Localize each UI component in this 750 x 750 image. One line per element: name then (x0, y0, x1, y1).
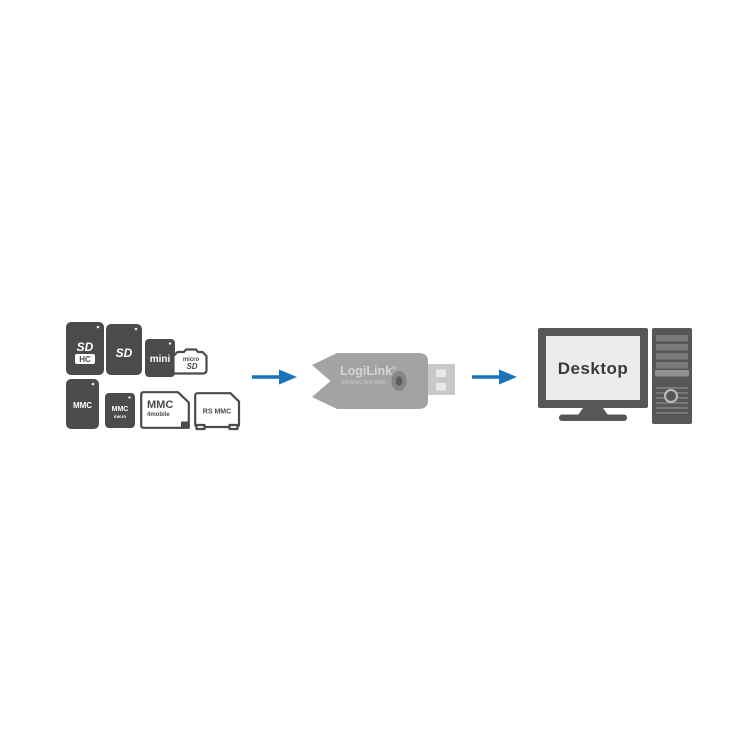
tower-bay-stripe (656, 335, 688, 342)
mmcmobile-line2-text: 4mobile (147, 412, 170, 418)
desktop-label-text: Desktop (558, 359, 629, 378)
rsmmc-label-text: RS MMC (203, 409, 231, 416)
reader-body (312, 353, 428, 409)
mmcmobile-notch (181, 421, 188, 428)
memory-cards-group: SD HC SD mini micro SD (66, 322, 241, 431)
monitor-screen (546, 336, 640, 400)
tower-vent-stripe (656, 407, 688, 409)
reader-brand-text: LogiLink® (340, 364, 396, 378)
reader-subtitle-text: SD/MMC/RS-MMC (341, 380, 387, 386)
tower-vent-stripe (656, 387, 688, 389)
mmcmicro-card-icon: MMC micro (105, 393, 135, 428)
power-button-icon (664, 389, 678, 403)
sdhc-corner-dot (96, 325, 100, 329)
sdhc-badge-box (75, 354, 95, 364)
microsd-card-icon: micro SD (172, 348, 208, 375)
tower-bay-stripe (656, 362, 688, 369)
desktop-computer-icon: Desktop (538, 328, 692, 424)
card-reader-icon: LogiLink® SD/MMC/RS-MMC (312, 353, 455, 409)
usb-window-bottom (436, 383, 446, 391)
sdhc-logo-text: SD (77, 340, 94, 354)
sd-card-icon: SD (106, 324, 142, 375)
rsmmc-foot-right (228, 423, 239, 431)
mmc-label-text: MMC (73, 401, 92, 410)
arrow-left-icon (252, 369, 297, 385)
tower-bay-stripe (656, 344, 688, 351)
mmcmobile-card-body (140, 391, 190, 429)
rsmmc-card-icon: RS MMC (194, 392, 241, 431)
reader-led-inner (395, 376, 403, 386)
mmcmobile-card-icon: MMC 4mobile (140, 391, 190, 429)
arrow-right-icon (472, 369, 517, 385)
tower-vent-stripe (656, 412, 688, 414)
microsd-line1-text: micro (183, 357, 200, 363)
sdhc-badge-text: HC (79, 355, 91, 364)
rsmmc-foot-left (195, 423, 206, 431)
mmcmicro-line1-text: MMC (112, 406, 129, 413)
mmcmicro-corner-dot (128, 396, 131, 399)
microsd-line2-text: SD (186, 362, 197, 371)
sd-corner-dot (134, 327, 138, 331)
microsd-card-body (172, 348, 208, 375)
arrow-left-head (279, 369, 297, 385)
minisd-card-body (145, 339, 175, 377)
mmcmicro-line2-text: micro (114, 414, 127, 419)
sd-logo-text: SD (116, 346, 133, 360)
mmc-corner-dot (91, 382, 95, 386)
tower-bay-stripe (656, 353, 688, 360)
monitor-stand-neck (578, 408, 608, 415)
monitor-stand-base (559, 414, 627, 421)
mmcmobile-line1-text: MMC (147, 399, 173, 411)
minisd-corner-dot (168, 342, 172, 345)
reader-reg-mark: ® (392, 365, 396, 372)
sd-card-body (106, 324, 142, 375)
minisd-label-text: mini (150, 354, 171, 365)
mmcmicro-card-body (105, 393, 135, 428)
minisd-card-icon: mini (145, 339, 175, 377)
tower-drive-bay (655, 370, 689, 377)
usb-window-top (436, 369, 446, 377)
mmc-card-body (66, 379, 99, 429)
mmc-card-icon: MMC (66, 379, 99, 429)
reader-brand-word: LogiLink (340, 364, 392, 378)
arrow-right-head (499, 369, 517, 385)
sdhc-card-icon: SD HC (66, 322, 104, 375)
usb-connector-icon (427, 364, 455, 395)
